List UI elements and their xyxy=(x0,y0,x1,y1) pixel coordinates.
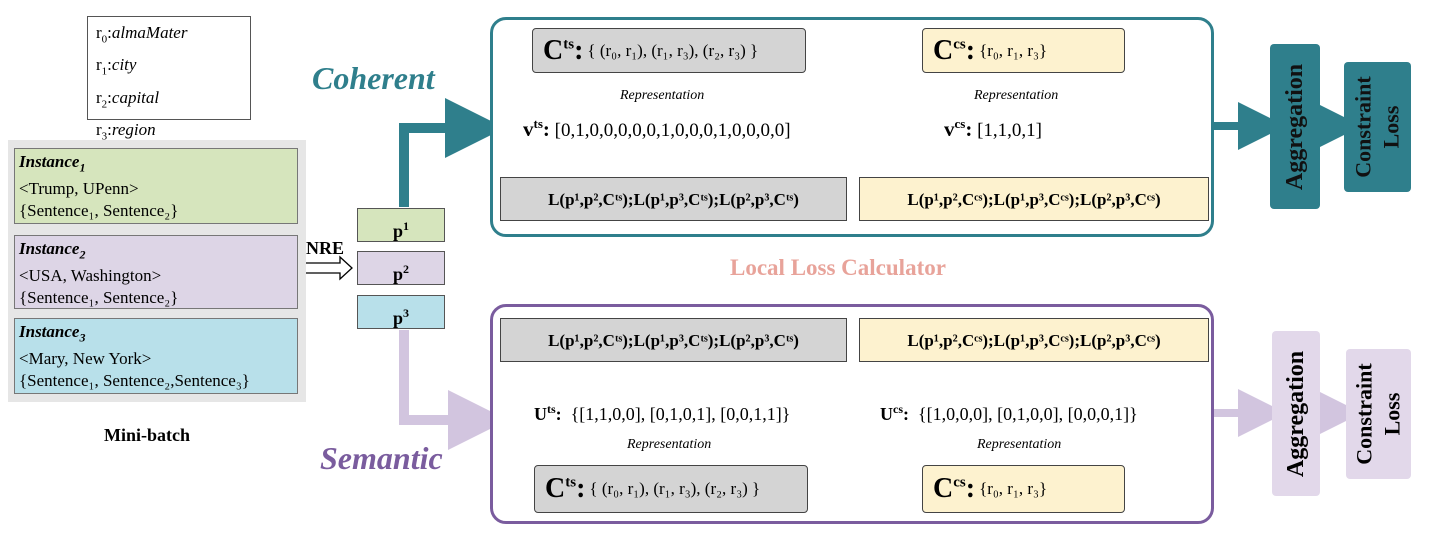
relation-item: r2:capital xyxy=(96,87,160,111)
representation-label-ts-bottom: Representation xyxy=(627,437,712,452)
instance-sentences: {Sentence₁, Sentence₂,Sentence₃} xyxy=(19,371,250,391)
instance-title: Instance3 xyxy=(19,322,86,345)
constraint-loss-box-semantic: Constraint Loss xyxy=(1346,349,1411,479)
relation-legend: r0:almaMater r1:city r2:capital r3:region xyxy=(87,16,251,143)
semantic-label: Semantic xyxy=(320,440,443,476)
coherent-arrow xyxy=(399,98,505,207)
instance-3: Instance3 <Mary, New York>{Sentence₁, Sen… xyxy=(14,318,298,394)
relation-item: r3:region xyxy=(96,120,156,143)
loss-cs-box-top: L(p¹,p²,Cᶜˢ);L(p¹,p³,Cᶜˢ);L(p²,p³,Cᶜˢ) xyxy=(859,177,1209,221)
instance-2: Instance2 <USA, Washington>{Sentence₁, Se… xyxy=(14,235,298,309)
semantic-arrow xyxy=(399,330,508,450)
representation-label-cs-bottom: Representation xyxy=(977,437,1062,452)
instance-sentences: {Sentence₁, Sentence₂} xyxy=(19,201,179,221)
representation-label-ts-top: Representation xyxy=(620,88,705,103)
c-cs-box-bottom: Ccs: {r₀, r₁, r₃} xyxy=(922,465,1125,513)
aggregation-box-semantic: Aggregation xyxy=(1272,331,1320,496)
constraint-loss-box-coherent: Constraint Loss xyxy=(1344,62,1411,192)
instance-entity-pair: <USA, Washington> xyxy=(19,266,162,286)
representation-label-cs-top: Representation xyxy=(974,88,1059,103)
coherent-label: Coherent xyxy=(312,60,435,96)
nre-arrow xyxy=(301,255,353,281)
nre-label: NRE xyxy=(306,238,345,258)
c-cs-box-top: Ccs: {r₀, r₁, r₃} xyxy=(922,28,1125,73)
instance-entity-pair: <Mary, New York> xyxy=(19,349,152,369)
c-ts-box-bottom: Cts: { (r₀, r₁), (r₁, r₃), (r₂, r₃) } xyxy=(534,465,808,513)
instance-entity-pair: <Trump, UPenn> xyxy=(19,179,139,199)
relation-item: r1:city xyxy=(96,55,137,78)
relation-item: r0:almaMater xyxy=(96,23,188,46)
instance-1: Instance1 <Trump, UPenn>{Sentence₁, Sente… xyxy=(14,148,298,224)
c-ts-box-top: Cts: { (r₀, r₁), (r₁, r₃), (r₂, r₃) } xyxy=(532,28,806,73)
v-cs-vector: vcs: [1,1,0,1] xyxy=(944,116,1042,141)
v-ts-vector: vts: [0,1,0,0,0,0,0,1,0,0,0,1,0,0,0,0] xyxy=(523,116,791,141)
loss-ts-box-bottom: L(p¹,p²,Cᵗˢ);L(p¹,p³,Cᵗˢ);L(p²,p³,Cᵗˢ) xyxy=(500,318,847,362)
instance-title: Instance2 xyxy=(19,239,86,262)
prediction-p1: p1 xyxy=(357,208,445,242)
prediction-p2: p2 xyxy=(357,251,445,285)
aggregation-box-coherent: Aggregation xyxy=(1270,44,1320,209)
c-ts-set: { (r₀, r₁), (r₁, r₃), (r₂, r₃) } xyxy=(587,40,759,60)
u-ts-vector: Uts: {[1,1,0,0], [0,1,0,1], [0,0,1,1]} xyxy=(534,402,791,424)
c-cs-set: {r₀, r₁, r₃} xyxy=(979,40,1048,60)
prediction-p3: p3 xyxy=(357,295,445,329)
instance-title: Instance1 xyxy=(19,152,86,175)
mini-batch-label: Mini-batch xyxy=(104,425,191,445)
loss-ts-box-top: L(p¹,p²,Cᵗˢ);L(p¹,p³,Cᵗˢ);L(p²,p³,Cᵗˢ) xyxy=(500,177,847,221)
u-cs-vector: Ucs: {[1,0,0,0], [0,1,0,0], [0,0,0,1]} xyxy=(880,402,1138,424)
loss-cs-box-bottom: L(p¹,p²,Cᶜˢ);L(p¹,p³,Cᶜˢ);L(p²,p³,Cᶜˢ) xyxy=(859,318,1209,362)
instance-sentences: {Sentence₁, Sentence₂} xyxy=(19,288,179,308)
local-loss-calculator-label: Local Loss Calculator xyxy=(730,255,946,280)
